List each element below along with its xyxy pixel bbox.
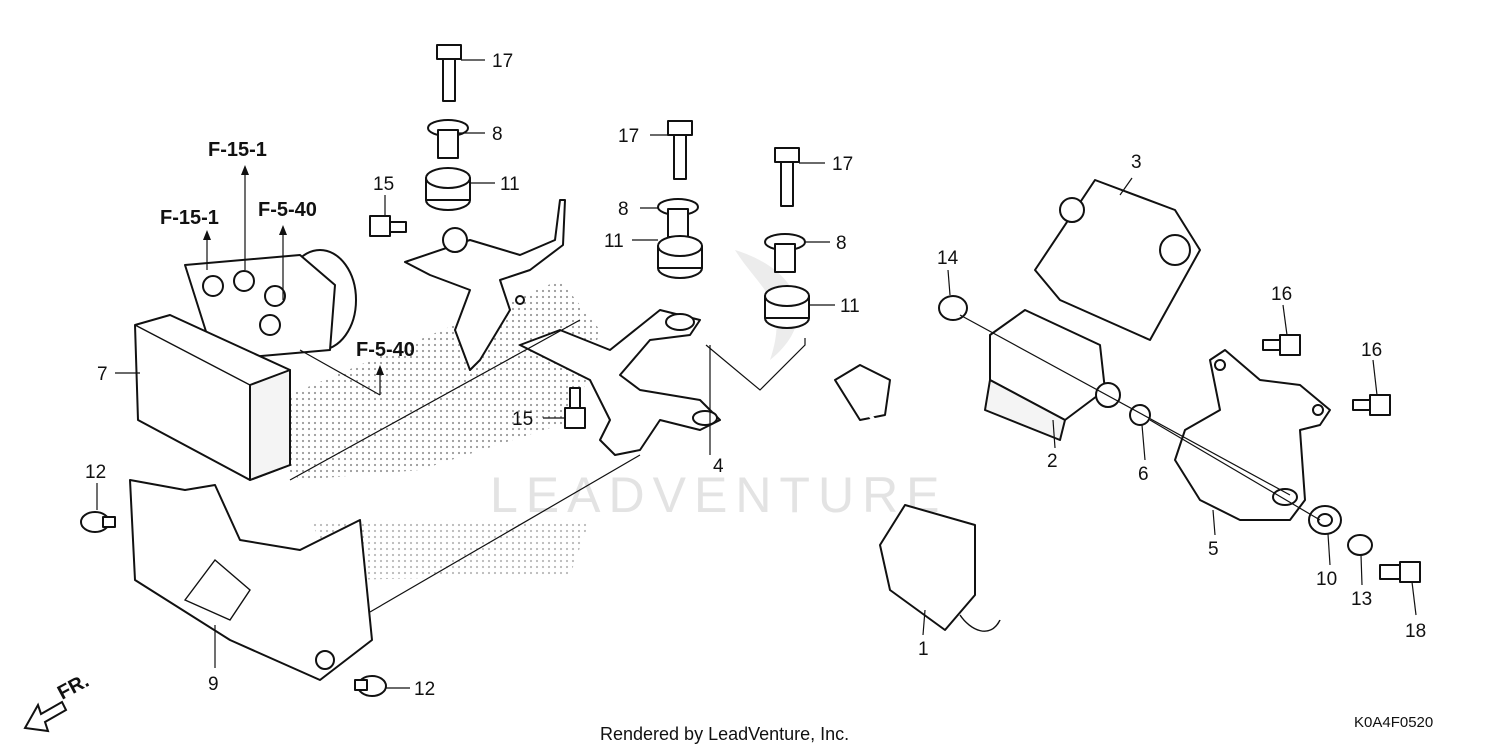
callout-label: 15 <box>373 174 394 195</box>
collar-8-part <box>427 119 806 273</box>
callout-label: 8 <box>618 199 629 220</box>
callout-label: 9 <box>208 674 219 695</box>
washer-13-part <box>1347 534 1373 556</box>
wire-harness-part <box>834 364 1005 632</box>
washer-6-part <box>1129 404 1151 426</box>
footer-credit: Rendered by LeadVenture, Inc. <box>600 724 849 744</box>
callout-label: 17 <box>832 154 853 175</box>
callout-label: 14 <box>937 248 959 269</box>
front-direction-arrow-icon <box>23 700 68 733</box>
callout-label: 8 <box>492 124 503 145</box>
watermark-text: LEADVENTURE <box>490 467 948 523</box>
callout-label: 2 <box>1047 451 1058 472</box>
reference-label: F-5-40 <box>356 339 415 361</box>
nut-10-part <box>1308 505 1342 535</box>
direction-label: FR. <box>54 670 93 705</box>
stay-bracket-5-part <box>1174 349 1331 521</box>
callout-label: 17 <box>618 126 639 147</box>
reference-label: F-15-1 <box>208 139 267 161</box>
callout-label: 1 <box>918 639 929 660</box>
callout-label: 7 <box>97 364 108 385</box>
callout-label: 13 <box>1351 589 1372 610</box>
bolt-16-part <box>1262 334 1391 416</box>
ecu-unit-part <box>984 309 1121 441</box>
bolt-12-part <box>80 511 387 697</box>
bolt-17-part <box>436 44 800 207</box>
grommet-14-part <box>938 295 968 321</box>
callout-label: 10 <box>1316 569 1337 590</box>
drawing-code: K0A4F0520 <box>1354 714 1433 731</box>
reference-label: F-5-40 <box>258 199 317 221</box>
bolt-18-part <box>1379 561 1421 583</box>
bolt-15-part <box>369 215 586 429</box>
callout-label: 11 <box>840 296 860 317</box>
callout-label: 3 <box>1131 152 1142 173</box>
rubber-11-part <box>425 167 810 329</box>
watermark-logo-icon <box>230 250 799 580</box>
callout-label: 12 <box>85 462 106 483</box>
callout-label: 16 <box>1271 284 1292 305</box>
callout-label: 17 <box>492 51 513 72</box>
callout-label: 11 <box>500 174 520 195</box>
callout-label: 16 <box>1361 340 1382 361</box>
lower-cover-part <box>129 479 373 681</box>
leader-lines <box>96 59 1417 689</box>
callout-label: 15 <box>512 409 533 430</box>
reference-label: F-15-1 <box>160 207 219 229</box>
abs-modulator-part <box>134 249 357 481</box>
callout-label: 6 <box>1138 464 1149 485</box>
callout-label: 12 <box>414 679 435 700</box>
callout-label: 5 <box>1208 539 1219 560</box>
callout-label: 11 <box>604 231 624 252</box>
callout-label: 8 <box>836 233 847 254</box>
unit-cover-part <box>1034 179 1201 341</box>
callout-label: 4 <box>713 456 724 477</box>
callout-label: 18 <box>1405 621 1426 642</box>
